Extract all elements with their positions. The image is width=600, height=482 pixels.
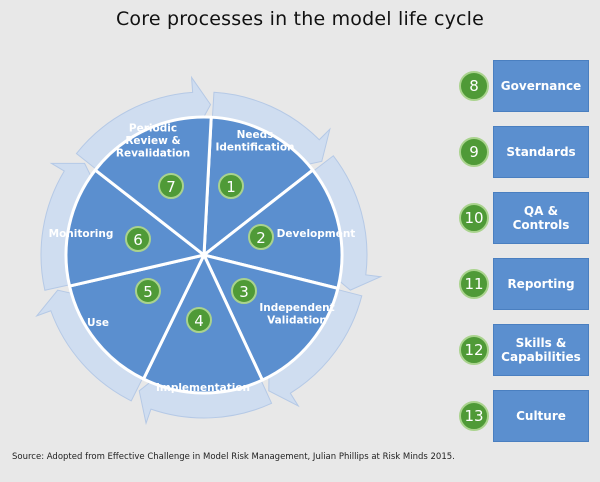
segment-badge-5: 5 xyxy=(135,278,161,304)
segment-badge-6: 6 xyxy=(125,226,151,252)
side-badge-12: 12 xyxy=(459,335,489,365)
svg-text:3: 3 xyxy=(239,283,249,301)
cycle-segment-2 xyxy=(202,168,344,290)
segment-label-6: Monitoring xyxy=(49,228,114,240)
svg-text:6: 6 xyxy=(133,231,143,249)
source-note: Source: Adopted from Effective Challenge… xyxy=(12,452,455,462)
side-box-11: Reporting xyxy=(493,258,589,310)
segment-label-5: Use xyxy=(87,317,109,329)
cycle-segment-1 xyxy=(202,115,315,257)
side-box-13: Culture xyxy=(493,390,589,442)
segment-badge-4: 4 xyxy=(186,307,212,333)
svg-text:1: 1 xyxy=(226,178,236,196)
side-box-9: Standards xyxy=(493,126,589,178)
svg-text:5: 5 xyxy=(143,283,153,301)
segment-badge-7: 7 xyxy=(158,173,184,199)
cycle-segments xyxy=(64,115,344,395)
svg-text:4: 4 xyxy=(194,312,204,330)
svg-text:2: 2 xyxy=(256,229,266,247)
svg-text:7: 7 xyxy=(166,178,176,196)
segment-badge-1: 1 xyxy=(218,173,244,199)
side-badge-10: 10 xyxy=(459,203,489,233)
segment-badge-2: 2 xyxy=(248,224,274,250)
side-badge-9: 9 xyxy=(459,137,489,167)
segment-badge-3: 3 xyxy=(231,278,257,304)
cycle-segment-7 xyxy=(93,115,213,257)
cycle-arrows xyxy=(35,75,383,426)
side-box-12: Skills & Capabilities xyxy=(493,324,589,376)
segment-label-2: Development xyxy=(277,228,356,240)
cycle-segment-5 xyxy=(68,253,206,381)
side-box-8: Governance xyxy=(493,60,589,112)
side-box-10: QA & Controls xyxy=(493,192,589,244)
side-badge-8: 8 xyxy=(459,71,489,101)
side-badge-11: 11 xyxy=(459,269,489,299)
page-title: Core processes in the model life cycle xyxy=(115,8,485,30)
side-badge-13: 13 xyxy=(459,401,489,431)
segment-label-4: Implementation xyxy=(156,382,250,394)
